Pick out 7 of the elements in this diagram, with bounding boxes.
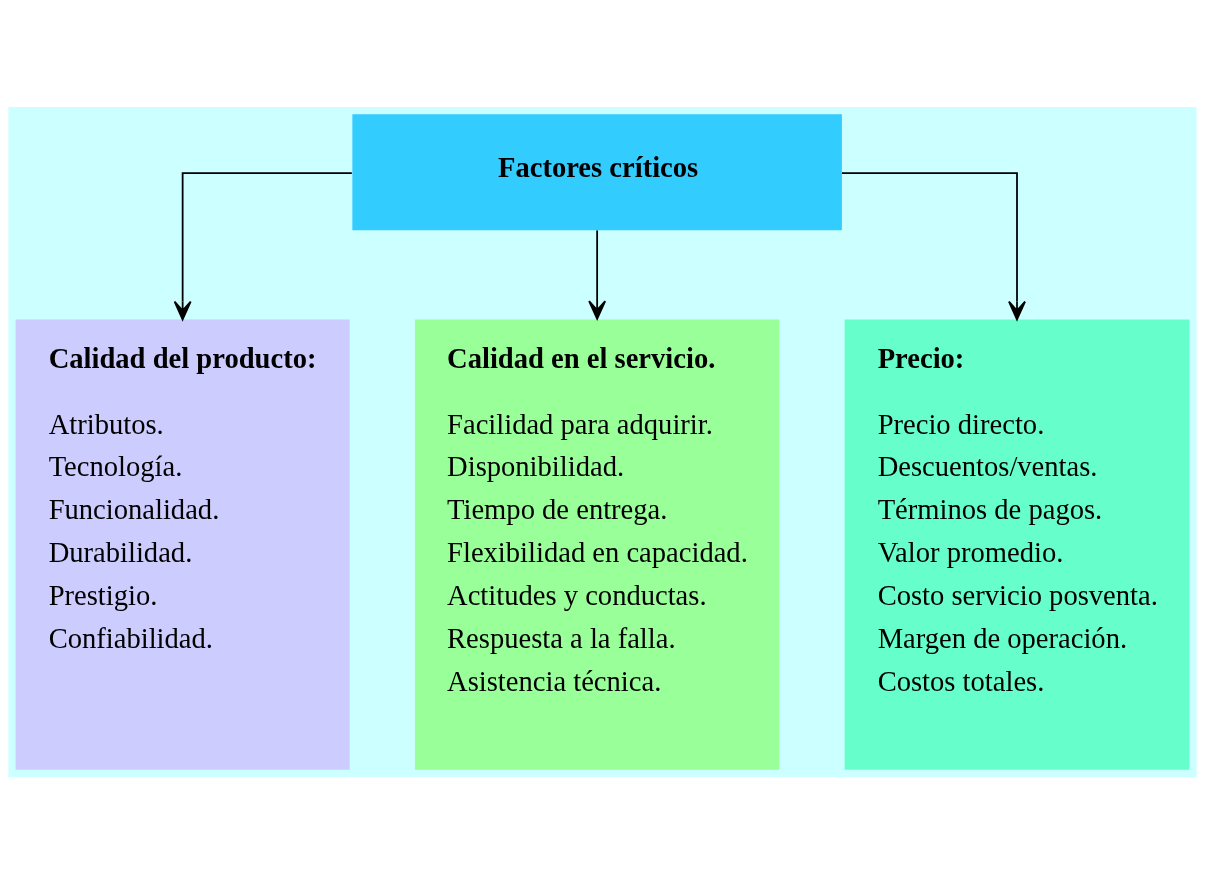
node-box: Precio: Precio directo. Descuentos/ventas. Términos de pagos. Valor promedio. Costo servicio posventa. Margen de operación. Costos totales. xyxy=(844,319,1190,770)
node-box: Factores críticos xyxy=(352,113,842,230)
node-box: Calidad del producto: Atributos. Tecnología. Funcionalidad. Durabilidad. Prestigio. Confiabilidad. xyxy=(15,319,350,770)
arrow xyxy=(588,229,607,320)
arrow xyxy=(841,171,1026,320)
node-box: Calidad en el servicio. Facilidad para adquirir. Disponibilidad. Tiempo de entrega. Flexibilidad en capacidad. Actitudes y conductas. Respuesta a la falla. Asistencia técnica. xyxy=(414,319,780,770)
arrow xyxy=(173,171,353,320)
